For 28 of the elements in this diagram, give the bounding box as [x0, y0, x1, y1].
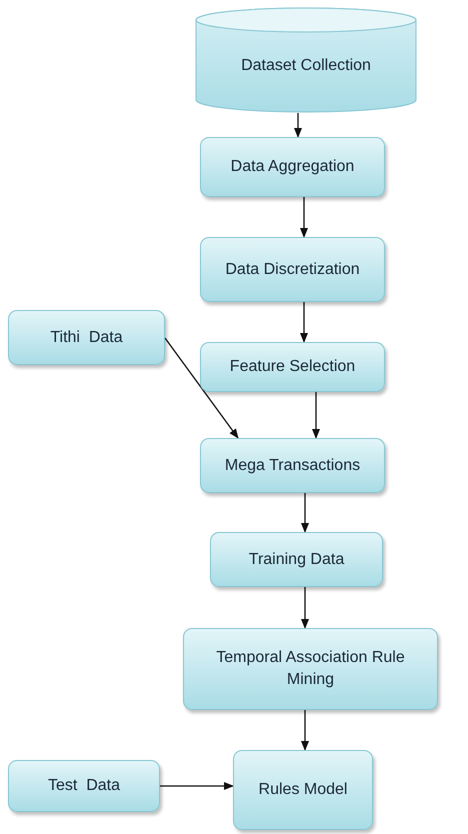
node-label: Feature Selection: [230, 357, 356, 378]
node-label: Data Aggregation: [230, 157, 354, 178]
arrow: [301, 493, 309, 533]
process-box: [200, 342, 385, 392]
node-label: Temporal Association Rule Mining: [215, 648, 406, 690]
process-box: [8, 760, 160, 812]
process-box: [200, 438, 385, 493]
arrow: [300, 302, 308, 343]
process-box: [8, 310, 165, 365]
node-label: Tithi Data: [50, 328, 123, 348]
arrow: [301, 587, 309, 629]
arrow: [301, 710, 309, 751]
node-label: Mega Transactions: [224, 456, 360, 476]
arrow: [294, 113, 302, 138]
node-label: Rules Model: [258, 780, 348, 800]
arrow: [312, 392, 320, 439]
node-label: Dataset Collection: [241, 56, 371, 76]
node-label: Data Discretization: [225, 260, 360, 280]
arrow: [164, 338, 239, 439]
process-box: [233, 750, 373, 830]
arrow: [300, 197, 308, 238]
process-box: [200, 237, 385, 302]
arrow: [160, 782, 234, 790]
process-box: [200, 137, 385, 197]
process-box: [183, 628, 438, 710]
node-label: Training Data: [248, 550, 344, 570]
process-box: [210, 532, 383, 587]
node-label: Test Data: [48, 776, 120, 796]
